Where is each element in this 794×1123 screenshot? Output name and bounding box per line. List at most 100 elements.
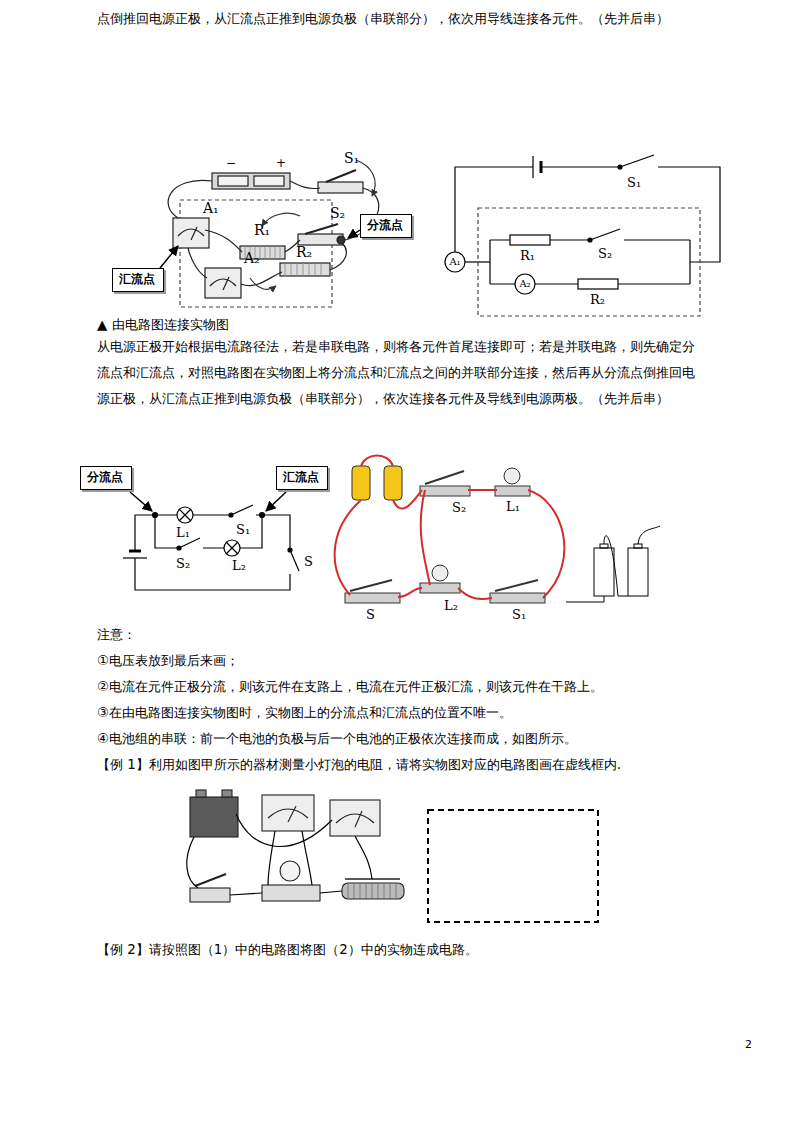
example1-wires-part [320, 891, 342, 893]
physical-circuit-2-part [352, 466, 370, 500]
example1-apparatus-part [336, 814, 374, 823]
example1-wires-part [302, 831, 312, 885]
physical-circuit-2 [345, 466, 545, 603]
schematic-1 [445, 155, 720, 316]
component-label: A₂ [244, 250, 260, 267]
schematic-1-part [624, 239, 690, 240]
body-paragraph: 从电源正极开始根据电流路径法，若是串联电路，则将各元件首尾连接即可；若是并联电路… [97, 334, 703, 412]
schematic-1-part [620, 155, 654, 167]
component-label: S₁ [236, 522, 250, 538]
red-wires [335, 456, 565, 599]
physical-circuit-1-part [318, 182, 363, 193]
example1-apparatus-part [195, 874, 226, 886]
answer-box [428, 810, 598, 922]
component-label: S₁ [627, 175, 641, 191]
schematic-2-part [135, 515, 155, 551]
example1-apparatus [190, 790, 404, 902]
schematic-1-part [658, 167, 720, 262]
red-wires-part [458, 588, 492, 599]
schematic-2-part [155, 515, 177, 548]
physical-circuit-1-part [254, 176, 284, 186]
schematic-1-part [590, 229, 620, 240]
physical-circuit-1-part [188, 248, 207, 278]
schematic-1-part [541, 166, 620, 167]
schematic-1-part [532, 156, 533, 178]
meter-label: A₂ [519, 278, 530, 290]
physical-circuit-1-part [173, 218, 209, 248]
example1-apparatus-part [268, 809, 308, 818]
component-label: L₂ [232, 558, 246, 574]
schematic-2-part [179, 509, 191, 521]
schematic-2-part [224, 540, 240, 556]
component-label: S [366, 607, 375, 623]
physical-circuit-1-part [330, 244, 346, 270]
battery-pair-sketch-part [634, 544, 642, 548]
component-label: A₁ [203, 200, 219, 217]
battery-pair-sketch-part [638, 526, 660, 544]
physical-circuit-2-part [490, 593, 545, 603]
leader-arrows-1-part [160, 246, 178, 268]
physical-circuit-2-part [432, 565, 448, 581]
red-wires-part [468, 489, 497, 491]
schematic-2-part [123, 557, 147, 558]
physical-circuit-1-part [305, 224, 338, 234]
callout-text: 汇流点 [283, 470, 319, 484]
note-item: ③在由电路图连接实物图时，实物图上的分流点和汇流点的位置不唯一。 [97, 705, 512, 721]
callout-box: 汇流点 [112, 268, 164, 292]
example-question: 【例 2】请按照图（1）中的电路图将图（2）中的实物连成电路。 [97, 942, 478, 958]
schematic-2 [123, 505, 299, 590]
schematic-2-part [135, 558, 290, 590]
polarity-sign: + [276, 156, 286, 170]
schematic-1-part [618, 283, 690, 284]
component-label: R₁ [520, 248, 535, 264]
note-item: ②电流在元件正极分流，则该元件在支路上，电流在元件正极汇流，则该元件在干路上。 [97, 679, 603, 695]
component-label: S₁ [344, 150, 359, 167]
component-label: S₂ [598, 246, 612, 262]
physical-circuit-1-part [298, 234, 343, 245]
meter-label: A₁ [449, 256, 460, 268]
component-label: S₂ [176, 556, 190, 572]
schematic-2-part [226, 542, 238, 554]
red-wires-part [398, 588, 422, 597]
example1-apparatus-part [288, 806, 296, 822]
battery-pair-sketch-part [594, 548, 614, 596]
example1-wires-part [230, 893, 262, 895]
physical-circuit-1-part [178, 229, 204, 236]
leader-arrows-1-part [348, 230, 360, 238]
component-label: S₂ [452, 500, 466, 516]
note-heading: 注意： [97, 627, 136, 643]
schematic-1-part [478, 208, 700, 316]
schematic-2-part [177, 507, 193, 523]
callout-text: 分流点 [367, 218, 403, 232]
body-text: 点倒推回电源正极，从汇流点正推到电源负极（串联部分），依次用导线连接各元件。（先… [97, 11, 669, 27]
section-heading: ▲ 由电路图连接实物图 [97, 317, 229, 333]
physical-circuit-1-part [290, 181, 320, 189]
schematic-2-part [231, 505, 253, 515]
physical-circuit-2-part [504, 468, 520, 484]
physical-circuit-2-part [350, 580, 392, 591]
component-label: L₁ [506, 499, 520, 515]
schematic-2-part [260, 513, 265, 518]
red-wires-part [528, 490, 564, 598]
callout-box: 分流点 [360, 214, 412, 238]
red-wires-part [335, 500, 361, 595]
example1-apparatus-part [355, 811, 362, 827]
battery-pair-sketch-part [600, 544, 608, 548]
leader-arrows-2 [130, 492, 286, 511]
physical-circuit-1-part [337, 236, 345, 244]
component-label: S [304, 554, 313, 570]
physical-circuit-2-part [420, 583, 460, 593]
physical-circuit-1-part [223, 277, 229, 290]
physical-circuit-1-part [212, 173, 290, 189]
page-number: 2 [745, 1038, 752, 1051]
schematic-2-part [290, 550, 299, 571]
leader-arrows-2-part [130, 492, 152, 511]
component-label: L₂ [444, 598, 458, 614]
callout-text: 汇流点 [119, 272, 155, 286]
callout-box: 分流点 [80, 466, 132, 490]
schematic-2-part [256, 515, 290, 548]
example1-apparatus-part [348, 883, 396, 899]
physical-circuit-1-part [205, 230, 242, 252]
example1-wires-part [236, 814, 332, 846]
